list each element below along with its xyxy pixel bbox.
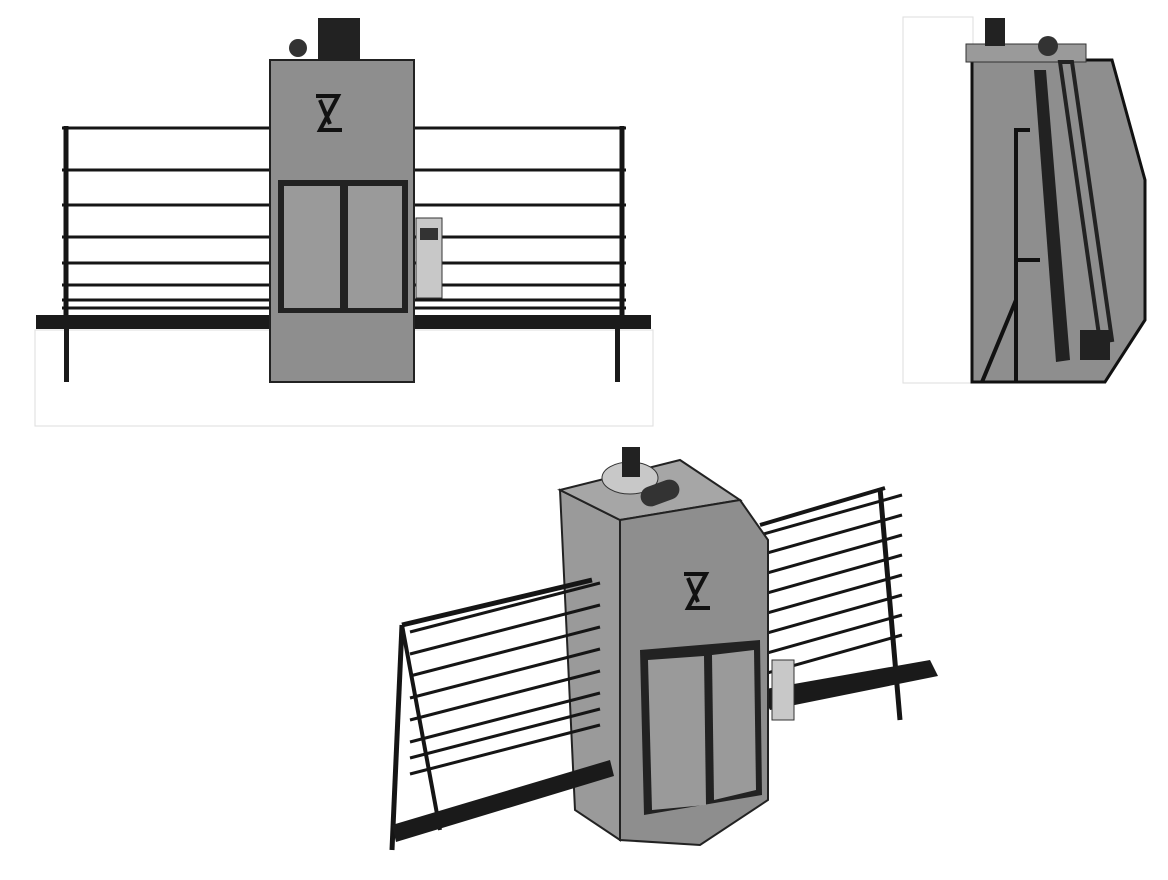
roller-bar: [759, 593, 903, 637]
rack-post: [389, 624, 405, 851]
rack-top-bar: [759, 486, 886, 527]
roller-bar: [409, 647, 601, 700]
side-motor: [985, 18, 1005, 46]
side-guide-rail: [1057, 60, 1115, 345]
iso-right-conveyor: [760, 660, 938, 710]
front-motor: [318, 18, 360, 60]
side-view: [902, 16, 1147, 384]
front-fan: [289, 39, 307, 57]
roller-bar: [759, 513, 903, 557]
roller-bar: [409, 625, 601, 678]
roller-bar: [409, 603, 601, 656]
side-carriage: [1080, 330, 1110, 360]
front-leg: [64, 329, 69, 382]
roller-bar: [409, 669, 601, 722]
front-door-window: [348, 186, 402, 308]
front-right-rack: [414, 126, 626, 315]
front-view: [34, 18, 654, 427]
roller-bar: [409, 581, 601, 634]
roller-bar: [759, 533, 903, 577]
roller-bar: [409, 707, 601, 760]
iso-control-panel: [771, 659, 795, 721]
rack-top-bar: [401, 577, 593, 628]
iso-front-rack: [389, 577, 601, 851]
iso-door-window: [648, 656, 706, 810]
front-left-rack: [62, 126, 270, 315]
iso-back-rack: [759, 486, 903, 721]
side-frame: [980, 128, 1040, 383]
front-door-window: [284, 186, 340, 308]
control-panel-screen: [420, 228, 438, 240]
iso-left-conveyor: [392, 760, 614, 842]
front-leg: [615, 329, 620, 382]
side-view-border: [902, 16, 974, 384]
side-fan: [1038, 36, 1058, 56]
roller-bar: [759, 573, 903, 617]
iso-door-window: [712, 650, 756, 800]
rack-brace: [400, 624, 442, 831]
roller-bar: [409, 723, 601, 776]
iso-logo: [684, 572, 710, 610]
iso-motor: [622, 447, 640, 477]
roller-bar: [759, 613, 903, 657]
roller-bar: [759, 493, 903, 537]
front-logo: [316, 94, 342, 132]
roller-bar: [759, 553, 903, 597]
iso-cylinder: [640, 479, 680, 507]
side-top-plate: [965, 43, 1087, 63]
roller-bar: [409, 691, 601, 744]
iso-view: [389, 447, 938, 851]
side-guide-rail: [1034, 70, 1070, 362]
